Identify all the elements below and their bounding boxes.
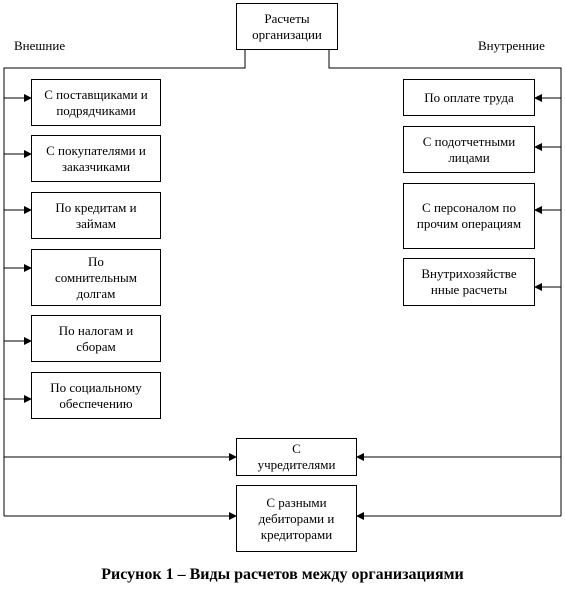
bottom-box-1: С учредителями [236, 438, 357, 476]
figure-caption: Рисунок 1 – Виды расчетов между организа… [101, 566, 464, 583]
external-box-label: По кредитам и займам [55, 199, 137, 231]
bottom-box-label: С разными дебиторами и кредиторами [258, 494, 335, 542]
external-box-label: С покупателями и заказчиками [46, 142, 146, 174]
internal-box-4: Внутрихозяйстве нные расчеты [403, 258, 535, 306]
internal-box-label: С подотчетными лицами [422, 133, 516, 165]
top-box: Расчеты организации [236, 3, 338, 50]
internal-box-2: С подотчетными лицами [403, 126, 535, 173]
external-box-label: По сомнительным долгам [55, 253, 137, 301]
external-box-label: По социальному обеспечению [50, 379, 142, 411]
internal-box-3: С персоналом по прочим операциям [403, 183, 535, 249]
external-box-2: С покупателями и заказчиками [31, 135, 161, 182]
bottom-box-2: С разными дебиторами и кредиторами [236, 485, 357, 552]
external-box-4: По сомнительным долгам [31, 249, 161, 306]
external-box-label: С поставщиками и подрядчиками [44, 86, 148, 118]
internal-box-1: По оплате труда [403, 79, 535, 116]
internal-box-label: Внутрихозяйстве нные расчеты [421, 266, 517, 297]
line-top-to-left [3, 50, 246, 516]
external-box-label: По налогам и сборам [58, 322, 134, 354]
external-box-3: По кредитам и займам [31, 192, 161, 239]
left-label: Внешние [14, 38, 66, 53]
internal-box-label: С персоналом по прочим операциям [416, 200, 522, 231]
bottom-box-label: С учредителями [257, 441, 336, 472]
internal-box-label: По оплате труда [424, 89, 514, 105]
line-top-to-right [328, 50, 562, 516]
right-label: Внутренние [478, 38, 545, 53]
external-box-1: С поставщиками и подрядчиками [31, 79, 161, 126]
external-box-5: По налогам и сборам [31, 315, 161, 362]
external-box-6: По социальному обеспечению [31, 372, 161, 419]
top-box-label: Расчеты организации [252, 10, 322, 42]
